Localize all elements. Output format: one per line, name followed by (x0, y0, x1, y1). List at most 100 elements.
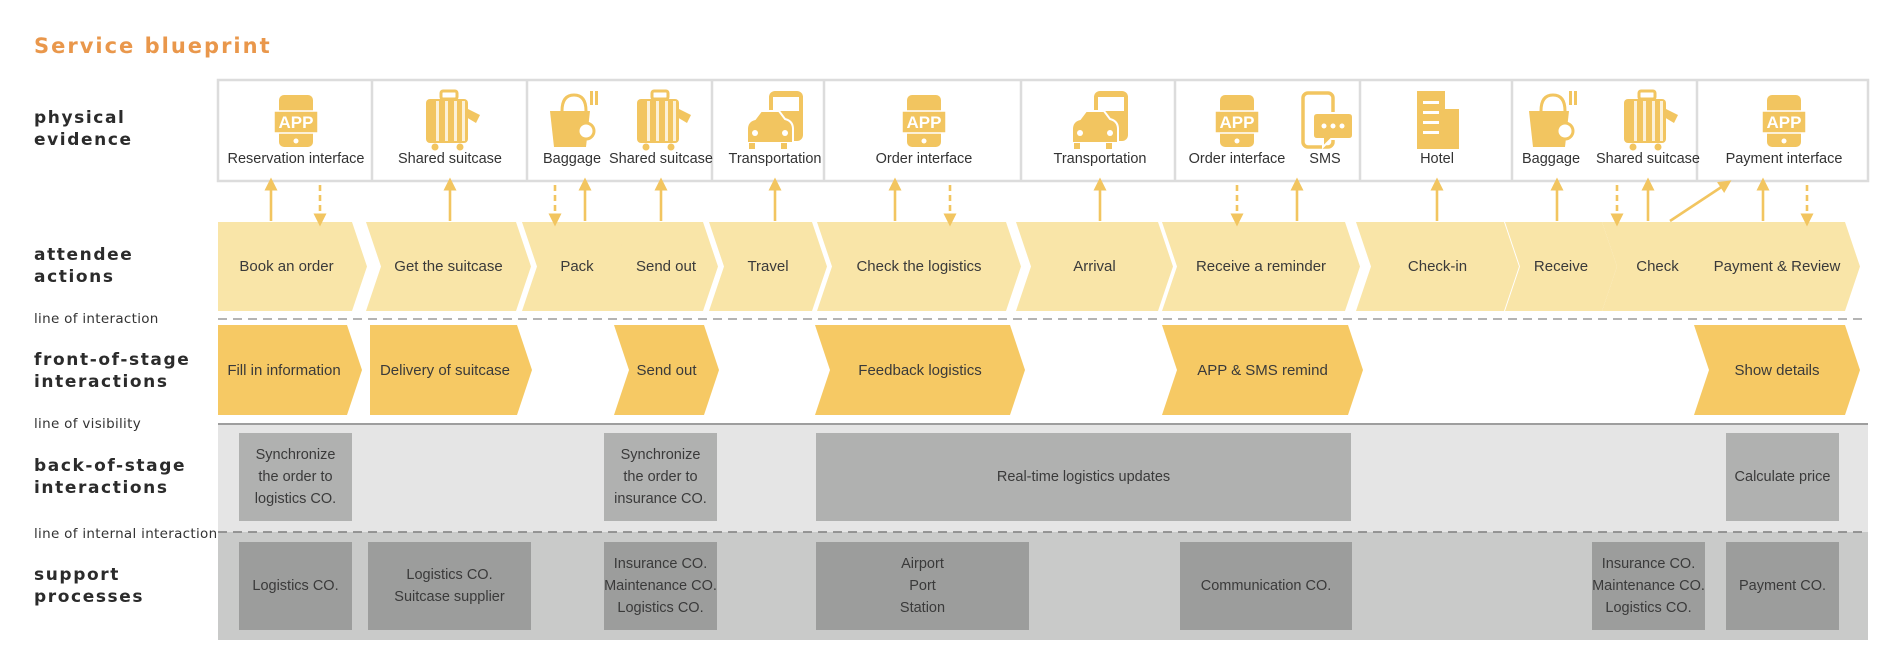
evidence-label-1: Shared suitcase (398, 151, 502, 167)
transport-icon (746, 91, 803, 149)
evidence-label-11: Shared suitcase (1596, 151, 1700, 167)
action-check-in (1356, 222, 1519, 311)
app-badge-text: APP (279, 113, 314, 132)
row-label-attendee-actions: attendee actions (34, 245, 134, 287)
evidence-frame (216, 78, 1870, 183)
front-delivery-of-suitcase-label: Delivery of suitcase (379, 361, 511, 379)
suitcase-icon (637, 89, 691, 151)
back-sync-logistics-label: Synchronize the order to logistics CO. (254, 447, 337, 507)
support-communication-label: Communication CO. (1200, 578, 1332, 594)
back-sync-insurance-label: Synchronize the order to insurance CO. (614, 447, 707, 507)
action-payment-and-review (1694, 222, 1860, 311)
support-logistics-suitcase (368, 542, 531, 630)
support-payment-label: Payment CO. (1738, 578, 1827, 594)
evidence-label-9: Hotel (1420, 151, 1454, 167)
app-icon: APP (273, 95, 319, 147)
back-realtime-logistics-label: Real-time logistics updates (996, 469, 1171, 485)
transport-icon (1071, 91, 1128, 149)
front-send-out (614, 325, 719, 415)
action-arrival-label: Arrival (1073, 258, 1116, 275)
support-insurance-maintenance-logistics-2-label: Insurance CO. Maintenance CO. Logistics … (1592, 556, 1705, 616)
evidence-label-0: Reservation interface (227, 151, 365, 167)
app-icon: APP (1761, 95, 1807, 147)
action-receive-label: Receive (1533, 258, 1589, 275)
back-realtime-logistics (816, 433, 1351, 521)
support-insurance-maintenance-logistics-label: Insurance CO. Maintenance CO. Logistics … (604, 556, 717, 616)
action-check-the-logistics (817, 222, 1021, 311)
back-sync-logistics (239, 433, 352, 521)
action-receive (1505, 222, 1617, 311)
front-app-sms-remind (1162, 325, 1363, 415)
diagram-title: Service blueprint (34, 34, 272, 58)
front-send-out-label: Send out (636, 361, 697, 379)
line-label-interaction: line of interaction (34, 311, 159, 327)
evidence-label-3: Shared suitcase (609, 151, 713, 167)
action-send-out (614, 222, 718, 311)
action-payment-and-review-label: Payment & Review (1713, 258, 1841, 275)
app-badge-text: APP (1220, 113, 1255, 132)
action-check (1602, 222, 1713, 311)
evidence-label-8: SMS (1309, 151, 1341, 167)
front-delivery-of-suitcase (370, 325, 532, 415)
app-badge-text: APP (907, 113, 942, 132)
evidence-label-10: Baggage (1521, 151, 1581, 167)
line-label-internal-interaction: line of internal interaction (34, 526, 218, 542)
action-get-the-suitcase-label: Get the suitcase (394, 258, 503, 275)
front-app-sms-remind-label: APP & SMS remind (1197, 361, 1328, 379)
row-label-physical-evidence: physical evidence (34, 108, 133, 150)
action-travel (709, 222, 827, 311)
support-logistics-suitcase-label: Logistics CO. Suitcase supplier (394, 567, 505, 605)
action-travel-label: Travel (747, 258, 789, 275)
evidence-label-4: Transportation (728, 151, 822, 167)
action-check-in-label: Check-in (1407, 258, 1468, 275)
action-book-an-order-label: Book an order (239, 258, 334, 275)
support-communication (1180, 542, 1352, 630)
evidence-label-12: Payment interface (1725, 151, 1843, 167)
suitcase-icon (1624, 89, 1678, 151)
action-pack (522, 222, 632, 311)
row-label-back-of-stage: back-of-stage interactions (34, 456, 187, 498)
action-arrival (1016, 222, 1173, 311)
action-check-label: Check (1636, 258, 1679, 275)
sms-icon (1301, 91, 1354, 150)
back-calculate-price-label: Calculate price (1734, 469, 1831, 485)
baggage-icon (1529, 91, 1577, 147)
front-show-details (1694, 325, 1860, 415)
action-send-out-label: Send out (635, 258, 697, 275)
evidence-label-6: Transportation (1053, 151, 1147, 167)
line-label-visibility: line of visibility (34, 416, 141, 432)
support-logistics-label: Logistics CO. (252, 578, 339, 594)
evidence-label-7: Order interface (1188, 151, 1286, 167)
support-insurance-maintenance-logistics (604, 542, 717, 630)
action-receive-a-reminder (1162, 222, 1360, 311)
action-receive-a-reminder-label: Receive a reminder (1195, 258, 1327, 275)
evidence-label-2: Baggage (542, 151, 602, 167)
back-calculate-price (1726, 433, 1839, 521)
action-get-the-suitcase (366, 222, 531, 311)
front-fill-in-information (218, 325, 362, 415)
back-sync-insurance (604, 433, 717, 521)
support-payment (1726, 542, 1839, 630)
app-icon: APP (901, 95, 947, 147)
baggage-icon (550, 91, 598, 147)
support-airport-port-station-label: Airport Port Station (899, 556, 946, 616)
support-logistics (239, 542, 352, 630)
front-feedback-logistics (815, 325, 1025, 415)
action-book-an-order (218, 222, 367, 311)
row-label-support-processes: support processes (34, 565, 145, 607)
support-airport-port-station (816, 542, 1029, 630)
action-pack-label: Pack (560, 258, 594, 275)
suitcase-icon (426, 89, 480, 151)
row-label-front-of-stage: front-of-stage interactions (34, 350, 191, 392)
app-badge-text: APP (1767, 113, 1802, 132)
hotel-icon (1417, 91, 1459, 149)
front-feedback-logistics-label: Feedback logistics (858, 361, 982, 379)
action-check-the-logistics-label: Check the logistics (856, 258, 982, 275)
front-show-details-label: Show details (1734, 361, 1820, 379)
evidence-label-5: Order interface (875, 151, 973, 167)
app-icon: APP (1214, 95, 1260, 147)
support-insurance-maintenance-logistics-2 (1592, 542, 1705, 630)
arrow-diagonal (1669, 180, 1732, 223)
front-fill-in-information-label: Fill in information (227, 361, 341, 379)
